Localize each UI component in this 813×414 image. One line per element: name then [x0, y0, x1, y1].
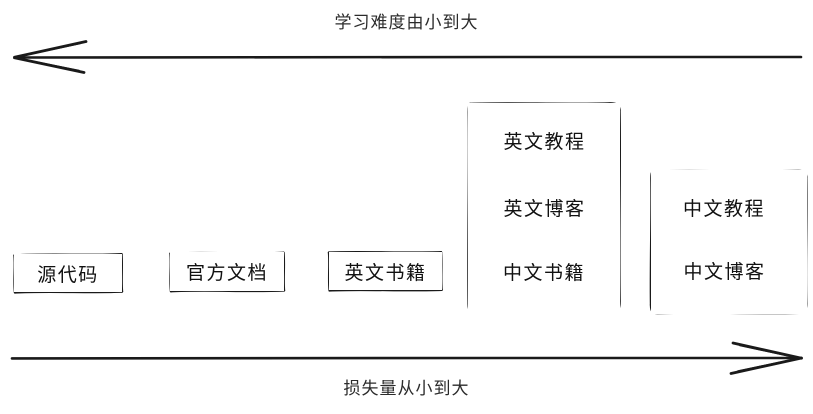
top-axis-label: 学习难度由小到大 — [334, 13, 479, 33]
node-chinese-tutorial[interactable]: 中文教程 — [669, 190, 779, 225]
node-label: 英文教程 — [503, 130, 586, 153]
node-label: 英文书籍 — [344, 261, 427, 284]
node-label: 源代码 — [37, 263, 99, 286]
node-source-code[interactable]: 源代码 — [14, 254, 122, 292]
node-label: 官方文档 — [185, 262, 268, 284]
node-label: 中文教程 — [682, 198, 765, 220]
node-label: 英文博客 — [503, 197, 586, 220]
node-english-tutorial[interactable]: 英文教程 — [489, 122, 600, 158]
node-english-blog[interactable]: 英文博客 — [489, 189, 600, 225]
node-label: 中文博客 — [683, 260, 766, 283]
left-arrow-icon — [13, 40, 803, 74]
node-official-docs[interactable]: 官方文档 — [170, 252, 284, 291]
node-chinese-books[interactable]: 中文书籍 — [488, 253, 600, 289]
node-english-books[interactable]: 英文书籍 — [329, 252, 442, 290]
right-arrow-icon — [10, 341, 803, 375]
node-chinese-blog[interactable]: 中文博客 — [669, 252, 780, 288]
bottom-axis-label: 损失量从小到大 — [343, 379, 470, 399]
node-label: 中文书籍 — [502, 261, 585, 284]
